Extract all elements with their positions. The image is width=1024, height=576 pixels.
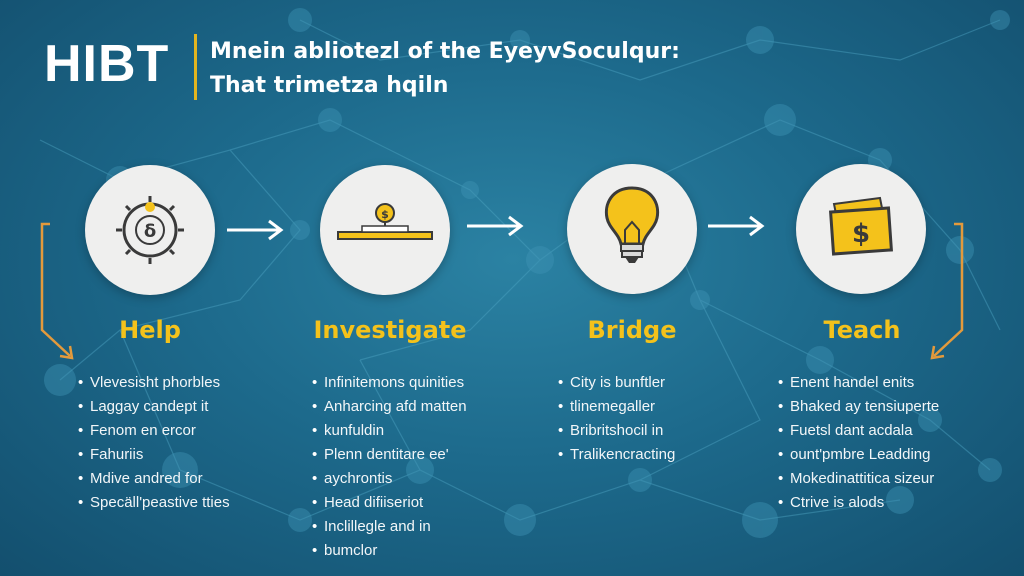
list-item: bumclor	[312, 539, 467, 563]
step-title-help: Help	[119, 316, 181, 344]
dollar-wallet-icon: $	[829, 196, 893, 256]
right-connector-arrow	[930, 222, 964, 360]
headline-line-1: Mnein abliotezl of the EyeyvSoculqur:	[210, 39, 680, 64]
step-title-investigate: Investigate	[313, 316, 467, 344]
list-item: Anharcing afd matten	[312, 395, 467, 419]
list-item: City is bunftler	[558, 371, 675, 395]
headline-line-2: That trimetza hqiln	[210, 73, 449, 98]
list-item: Laggay candept it	[78, 395, 230, 419]
list-item: Fahuriis	[78, 443, 230, 467]
list-item: Plenn dentitare ee'	[312, 443, 467, 467]
list-item: tlinemegaller	[558, 395, 675, 419]
svg-text:$: $	[381, 208, 389, 221]
list-item: Fenom en ercor	[78, 419, 230, 443]
page-headline: Mnein abliotezl of the EyeyvSoculqur: Th…	[210, 35, 680, 103]
svg-text:$: $	[852, 219, 870, 249]
flow-arrow-3	[708, 215, 765, 237]
list-item: Enent handel enits	[778, 371, 939, 395]
list-item: Fuetsl dant acdala	[778, 419, 939, 443]
list-item: Head difiiseriot	[312, 491, 467, 515]
list-item: Ctrive is alods	[778, 491, 939, 515]
list-item: aychrontis	[312, 467, 467, 491]
title-divider	[194, 34, 197, 100]
list-item: Mdive andred for	[78, 467, 230, 491]
svg-text:δ: δ	[144, 221, 156, 242]
compass-icon: δ	[116, 196, 184, 264]
list-item: Mokedinattitica sizeur	[778, 467, 939, 491]
list-item: kunfuldin	[312, 419, 467, 443]
list-item: Tralikencracting	[558, 443, 675, 467]
step-title-teach: Teach	[823, 316, 901, 344]
list-item: Inclillegle and in	[312, 515, 467, 539]
list-item: Vlevesisht phorbles	[78, 371, 230, 395]
left-connector-arrow	[40, 222, 74, 360]
step-help-circle: δ	[85, 165, 215, 295]
lightbulb-icon	[604, 186, 660, 263]
step-investigate-bullets: Infinitemons quinities Anharcing afd mat…	[312, 371, 467, 563]
step-help-bullets: Vlevesisht phorbles Laggay candept it Fe…	[78, 371, 230, 515]
step-investigate-circle: $	[320, 165, 450, 295]
list-item: Bhaked ay tensiuperte	[778, 395, 939, 419]
flow-arrow-1	[227, 219, 284, 241]
brand-logo-text: HIBT	[44, 35, 170, 93]
step-bridge-bullets: City is bunftler tlinemegaller Bribritsh…	[558, 371, 675, 467]
list-item: Infinitemons quinities	[312, 371, 467, 395]
flow-arrow-2	[467, 215, 524, 237]
step-bridge-circle	[567, 164, 697, 294]
list-item: Bribritshocil in	[558, 419, 675, 443]
step-title-bridge: Bridge	[587, 316, 677, 344]
coin-on-scale-icon: $	[337, 203, 433, 240]
step-teach-bullets: Enent handel enits Bhaked ay tensiuperte…	[778, 371, 939, 515]
list-item: Specäll'peastive tties	[78, 491, 230, 515]
list-item: ount'pmbre Leadding	[778, 443, 939, 467]
step-teach-circle: $	[796, 164, 926, 294]
